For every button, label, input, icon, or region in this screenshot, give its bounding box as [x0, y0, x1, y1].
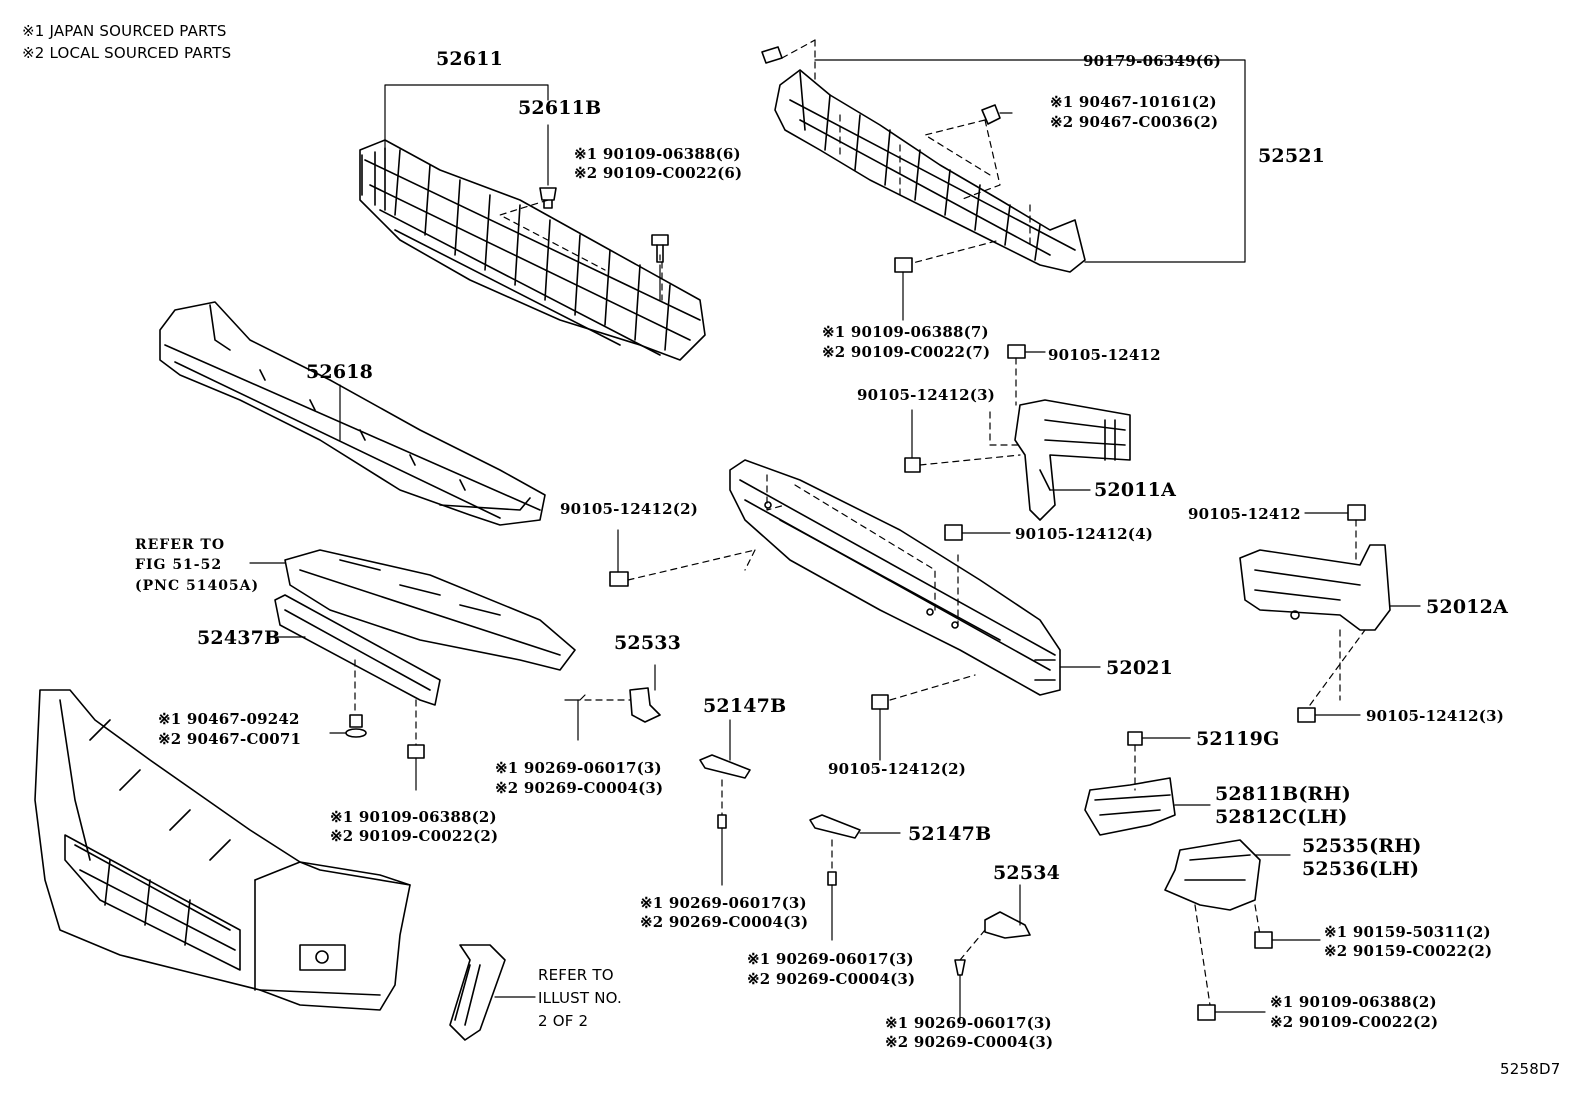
label-screw-bot-2: ※2 90269-C0004(3) [885, 1033, 1054, 1051]
stay-52147b-b [809, 814, 901, 941]
label-ref-fig-2: FIG 51-52 [135, 557, 223, 573]
label-clip-90179: 90179-06349(6) [1083, 52, 1222, 70]
label-bolt-rbot-1: ※1 90109-06388(2) [1270, 993, 1437, 1011]
grille-retainer-52611 [359, 139, 706, 361]
bolt-52011-side [904, 409, 1021, 473]
bolt-52021-4 [944, 524, 1011, 541]
bracket-52012a [1239, 544, 1391, 631]
label-52021: 52021 [1106, 657, 1174, 679]
label-ref-fig-3: (PNC 51405A) [135, 578, 260, 594]
leaders-52521-dashed [839, 114, 1031, 266]
label-52533: 52533 [614, 632, 682, 654]
label-52535: 52535(RH) [1302, 835, 1422, 857]
label-bolt-5031-2: ※2 90159-C0022(2) [1324, 942, 1493, 960]
under-cover [284, 549, 576, 671]
bolt-52012-top [1304, 504, 1366, 561]
absorber-52521 [774, 69, 1086, 273]
label-52119g: 52119G [1196, 728, 1280, 750]
label-52611: 52611 [436, 48, 504, 70]
label-screw-mid-2: ※2 90269-C0004(3) [640, 913, 809, 931]
label-52147b-b: 52147B [908, 823, 992, 845]
leaders-52611 [384, 84, 661, 301]
label-screw-bot-1: ※1 90269-06017(3) [885, 1014, 1052, 1032]
label-screw-mid-1: ※1 90269-06017(3) [640, 894, 807, 912]
bracket-52811b [1084, 777, 1211, 836]
stay-52147b-a [699, 719, 751, 886]
label-screw-0601-2: ※2 90269-C0004(3) [495, 779, 664, 797]
label-bolt-2: 90105-12412(2) [560, 500, 699, 518]
bolt-90109-lower [407, 699, 425, 791]
label-bolt-4: 90105-12412(4) [1015, 525, 1154, 543]
label-bolt-lower-1: ※1 90109-06388(2) [330, 808, 497, 826]
legend-japan: ※1 JAPAN SOURCED PARTS [22, 22, 227, 40]
label-bolt-52012-top: 90105-12412 [1188, 505, 1301, 523]
label-clip-rh-1: ※1 90467-10161(2) [1050, 93, 1217, 111]
label-52534: 52534 [993, 862, 1061, 884]
label-52437b: 52437B [197, 627, 281, 649]
label-52811b: 52811B(RH) [1215, 783, 1351, 805]
label-52618: 52618 [306, 361, 374, 383]
bolt-90109-rbot [1197, 1004, 1266, 1021]
label-clip-0924-1: ※1 90467-09242 [158, 710, 300, 728]
label-screw-lowmid-2: ※2 90269-C0004(3) [747, 970, 916, 988]
label-bolt-52021-bot: 90105-12412(2) [828, 760, 967, 778]
label-clip-rh-2: ※2 90467-C0036(2) [1050, 113, 1219, 131]
bracket-52535 [1164, 839, 1291, 1006]
label-52611b: 52611B [518, 97, 602, 119]
label-bolt-lower-2: ※2 90109-C0022(2) [330, 827, 499, 845]
label-bolt-abs-2: ※2 90109-C0022(7) [822, 343, 991, 361]
leader-52521-bracket [814, 59, 1246, 263]
label-bolt-upper-1: ※1 90109-06388(6) [574, 145, 741, 163]
label-52812c: 52812C(LH) [1215, 806, 1348, 828]
bolt-52021-2 [609, 529, 629, 587]
label-52521: 52521 [1258, 145, 1326, 167]
bolt-52012-bot [1297, 629, 1366, 723]
label-screw-lowmid-1: ※1 90269-06017(3) [747, 950, 914, 968]
bolt-52021-bot [871, 694, 889, 761]
label-bolt-52012-bot: 90105-12412(3) [1366, 707, 1505, 725]
label-ref-illust-3: 2 OF 2 [538, 1012, 589, 1030]
label-52012a: 52012A [1426, 596, 1509, 618]
clip-90467-09242 [329, 659, 367, 738]
label-52147b-a: 52147B [703, 695, 787, 717]
bolt-90159 [1254, 931, 1321, 949]
bracket-52011a [1014, 399, 1131, 521]
figure-code: 5258D7 [1500, 1060, 1561, 1078]
label-52011a: 52011A [1094, 479, 1177, 501]
label-bolt-52011-top: 90105-12412 [1048, 346, 1161, 364]
label-bolt-abs-1: ※1 90109-06388(7) [822, 323, 989, 341]
label-ref-illust-2: ILLUST NO. [538, 989, 623, 1007]
label-bolt-rbot-2: ※2 90109-C0022(2) [1270, 1013, 1439, 1031]
clip-90467-rh [981, 104, 1013, 125]
bracket-52533 [564, 664, 661, 741]
bolt-52011-top [1007, 344, 1046, 406]
bumper-cover [34, 689, 506, 1041]
leaders-52021-dashed [627, 474, 976, 701]
bolt-90109-abs [894, 257, 913, 321]
bolt-90109-top [651, 234, 669, 301]
label-clip-0924-2: ※2 90467-C0071 [158, 730, 302, 748]
label-bolt-upper-2: ※2 90109-C0022(6) [574, 164, 743, 182]
legend-local: ※2 LOCAL SOURCED PARTS [22, 44, 232, 62]
seal-52437b [274, 594, 441, 706]
bracket-52534 [954, 884, 1031, 1021]
label-52536: 52536(LH) [1302, 858, 1420, 880]
label-ref-illust-1: REFER TO [538, 966, 614, 984]
clip-52611b [539, 187, 557, 209]
clip-90179 [761, 39, 816, 116]
reinforcement-52021 [729, 459, 1061, 696]
label-screw-0601-1: ※1 90269-06017(3) [495, 759, 662, 777]
clip-52119g [1127, 731, 1191, 791]
label-ref-fig-1: REFER TO [135, 537, 226, 553]
label-bolt-52011-side: 90105-12412(3) [857, 386, 996, 404]
absorber-52618 [159, 301, 546, 526]
label-bolt-5031-1: ※1 90159-50311(2) [1324, 923, 1491, 941]
